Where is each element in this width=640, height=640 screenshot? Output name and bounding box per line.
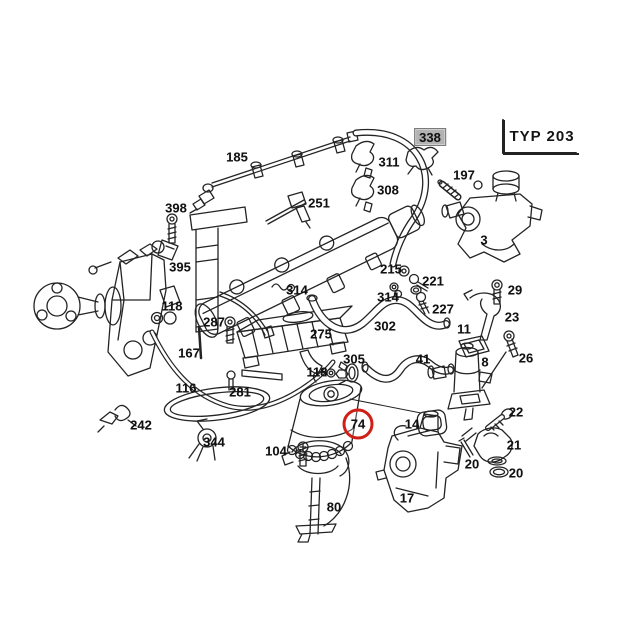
part-20b-drawing (489, 466, 509, 478)
part-29-drawing (491, 279, 503, 305)
leader-line (349, 398, 422, 414)
part-118b-drawing (326, 368, 349, 379)
part-344-drawing (188, 418, 217, 462)
part-8-drawing (427, 342, 507, 421)
part-17-drawing (375, 410, 463, 513)
part-21-drawing (461, 427, 513, 466)
pump-drawing (33, 243, 181, 377)
rail-bracket-drawing (189, 206, 275, 339)
part-227-drawing (415, 291, 430, 315)
part-281-drawing (226, 369, 283, 391)
part-251-drawing (265, 191, 311, 229)
part-23-drawing (463, 289, 501, 341)
part-118a-drawing (150, 311, 164, 325)
arc-hose-drawing (352, 128, 429, 268)
part-395-drawing (151, 239, 179, 261)
oval-ring-drawing (163, 386, 271, 422)
part-398-drawing (166, 213, 178, 244)
part-116-drawing (149, 329, 336, 411)
part-314a-drawing (271, 283, 296, 293)
part-11-drawing (458, 335, 490, 358)
part-338-drawing (405, 146, 439, 176)
part-74-drawing (286, 370, 363, 463)
part-221-drawing (410, 285, 422, 295)
part-185-drawing (189, 130, 359, 214)
part-308-drawing (350, 174, 375, 213)
part-242-drawing (97, 404, 137, 433)
fuel-rail-drawing (194, 204, 426, 338)
part-80-drawing (281, 440, 351, 543)
part-287-drawing (224, 316, 236, 344)
part-314b-drawing (389, 282, 403, 299)
part-22-drawing (485, 408, 514, 431)
type-label: TYP 203 (503, 120, 579, 155)
part-302-drawing (306, 294, 451, 334)
part-215-drawing (398, 265, 429, 292)
part-275-drawing (236, 305, 353, 375)
part-167-drawing (195, 325, 204, 360)
part-3-drawing (441, 170, 543, 263)
part-197-drawing (437, 179, 462, 201)
part-26-drawing (503, 330, 519, 358)
part-20a-drawing (458, 437, 474, 458)
part-311-drawing (350, 140, 375, 179)
part-41-drawing (361, 355, 455, 383)
